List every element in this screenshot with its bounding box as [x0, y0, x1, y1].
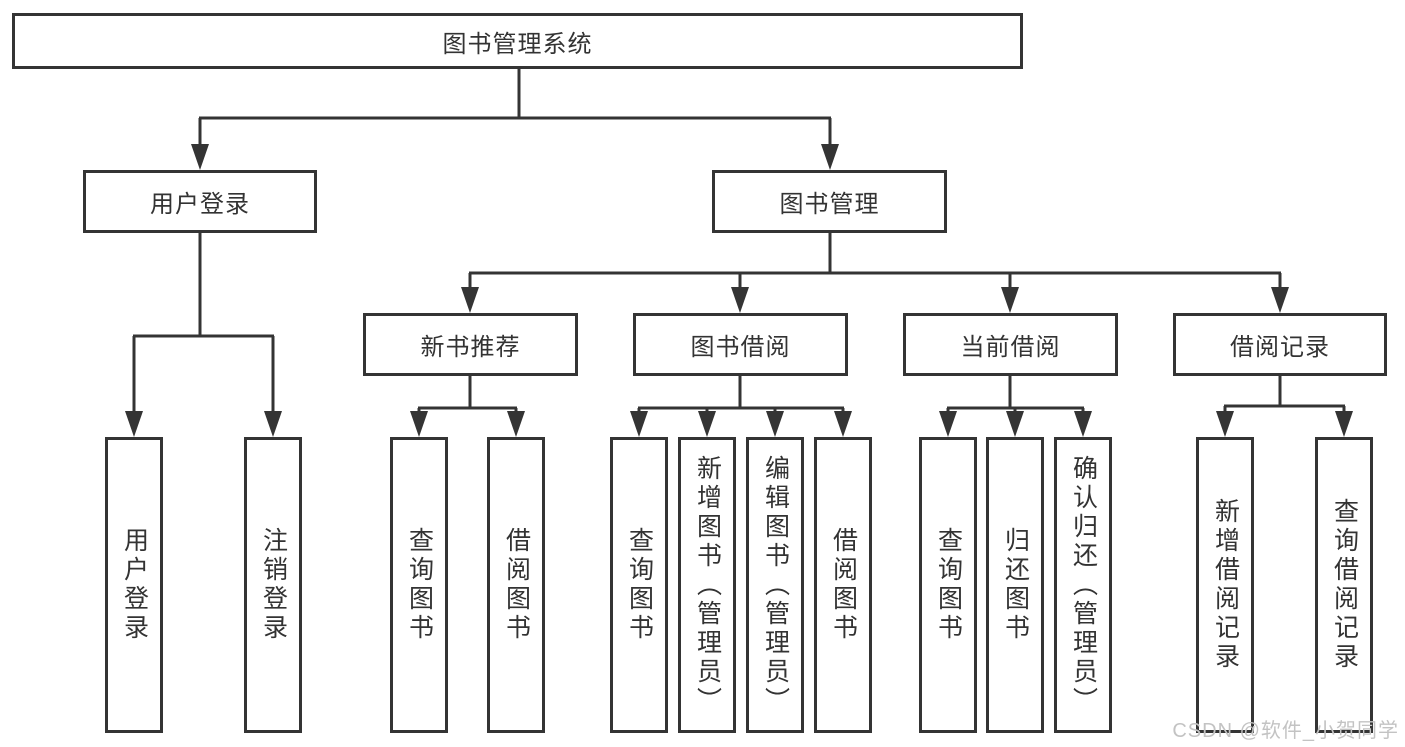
node-book-management: 图书管理	[712, 170, 947, 233]
leaf-label: 借阅图书	[502, 527, 531, 643]
leaf-query-books-current: 查询图书	[919, 437, 977, 733]
node-current-borrowing-label: 当前借阅	[960, 334, 1061, 361]
leaf-borrow-books-recommend: 借阅图书	[487, 437, 545, 733]
leaf-add-books-admin: 新增图书（管理员）	[678, 437, 736, 733]
leaf-logout: 注销登录	[244, 437, 302, 733]
leaf-label: 查询图书	[934, 527, 963, 643]
node-book-management-label: 图书管理	[779, 191, 880, 218]
leaf-label: 注销登录	[259, 527, 288, 643]
leaf-add-borrow-record: 新增借阅记录	[1196, 437, 1254, 733]
leaf-confirm-return-admin: 确认归还（管理员）	[1054, 437, 1112, 733]
node-user-login-label: 用户登录	[150, 191, 250, 218]
node-borrowing-records: 借阅记录	[1173, 313, 1387, 376]
leaf-return-books: 归还图书	[986, 437, 1044, 733]
leaf-label: 用户登录	[120, 527, 149, 643]
leaf-label: 编辑图书（管理员）	[761, 454, 790, 716]
node-book-borrowing-label: 图书借阅	[690, 334, 791, 361]
leaf-edit-books-admin: 编辑图书（管理员）	[746, 437, 804, 733]
leaf-label: 新增图书（管理员）	[693, 454, 722, 716]
node-root: 图书管理系统	[12, 13, 1023, 69]
leaf-borrow-books: 借阅图书	[814, 437, 872, 733]
leaf-label: 查询图书	[625, 527, 654, 643]
leaf-label: 确认归还（管理员）	[1069, 454, 1098, 716]
node-current-borrowing: 当前借阅	[903, 313, 1118, 376]
leaf-query-books-borrowing: 查询图书	[610, 437, 668, 733]
leaf-label: 查询借阅记录	[1330, 498, 1359, 672]
leaf-label: 新增借阅记录	[1211, 498, 1240, 672]
leaf-query-borrow-record: 查询借阅记录	[1315, 437, 1373, 733]
node-book-borrowing: 图书借阅	[633, 313, 848, 376]
leaf-label: 查询图书	[405, 527, 434, 643]
leaf-query-books-recommend: 查询图书	[390, 437, 448, 733]
node-user-login: 用户登录	[83, 170, 317, 233]
node-borrowing-records-label: 借阅记录	[1230, 334, 1330, 361]
node-new-book-recommend: 新书推荐	[363, 313, 578, 376]
leaf-label: 借阅图书	[829, 527, 858, 643]
leaf-label: 归还图书	[1001, 527, 1030, 643]
watermark: CSDN @软件_小贺同学	[1172, 720, 1399, 742]
node-new-book-recommend-label: 新书推荐	[420, 334, 521, 361]
node-root-label: 图书管理系统	[442, 30, 593, 58]
leaf-user-login: 用户登录	[105, 437, 163, 733]
